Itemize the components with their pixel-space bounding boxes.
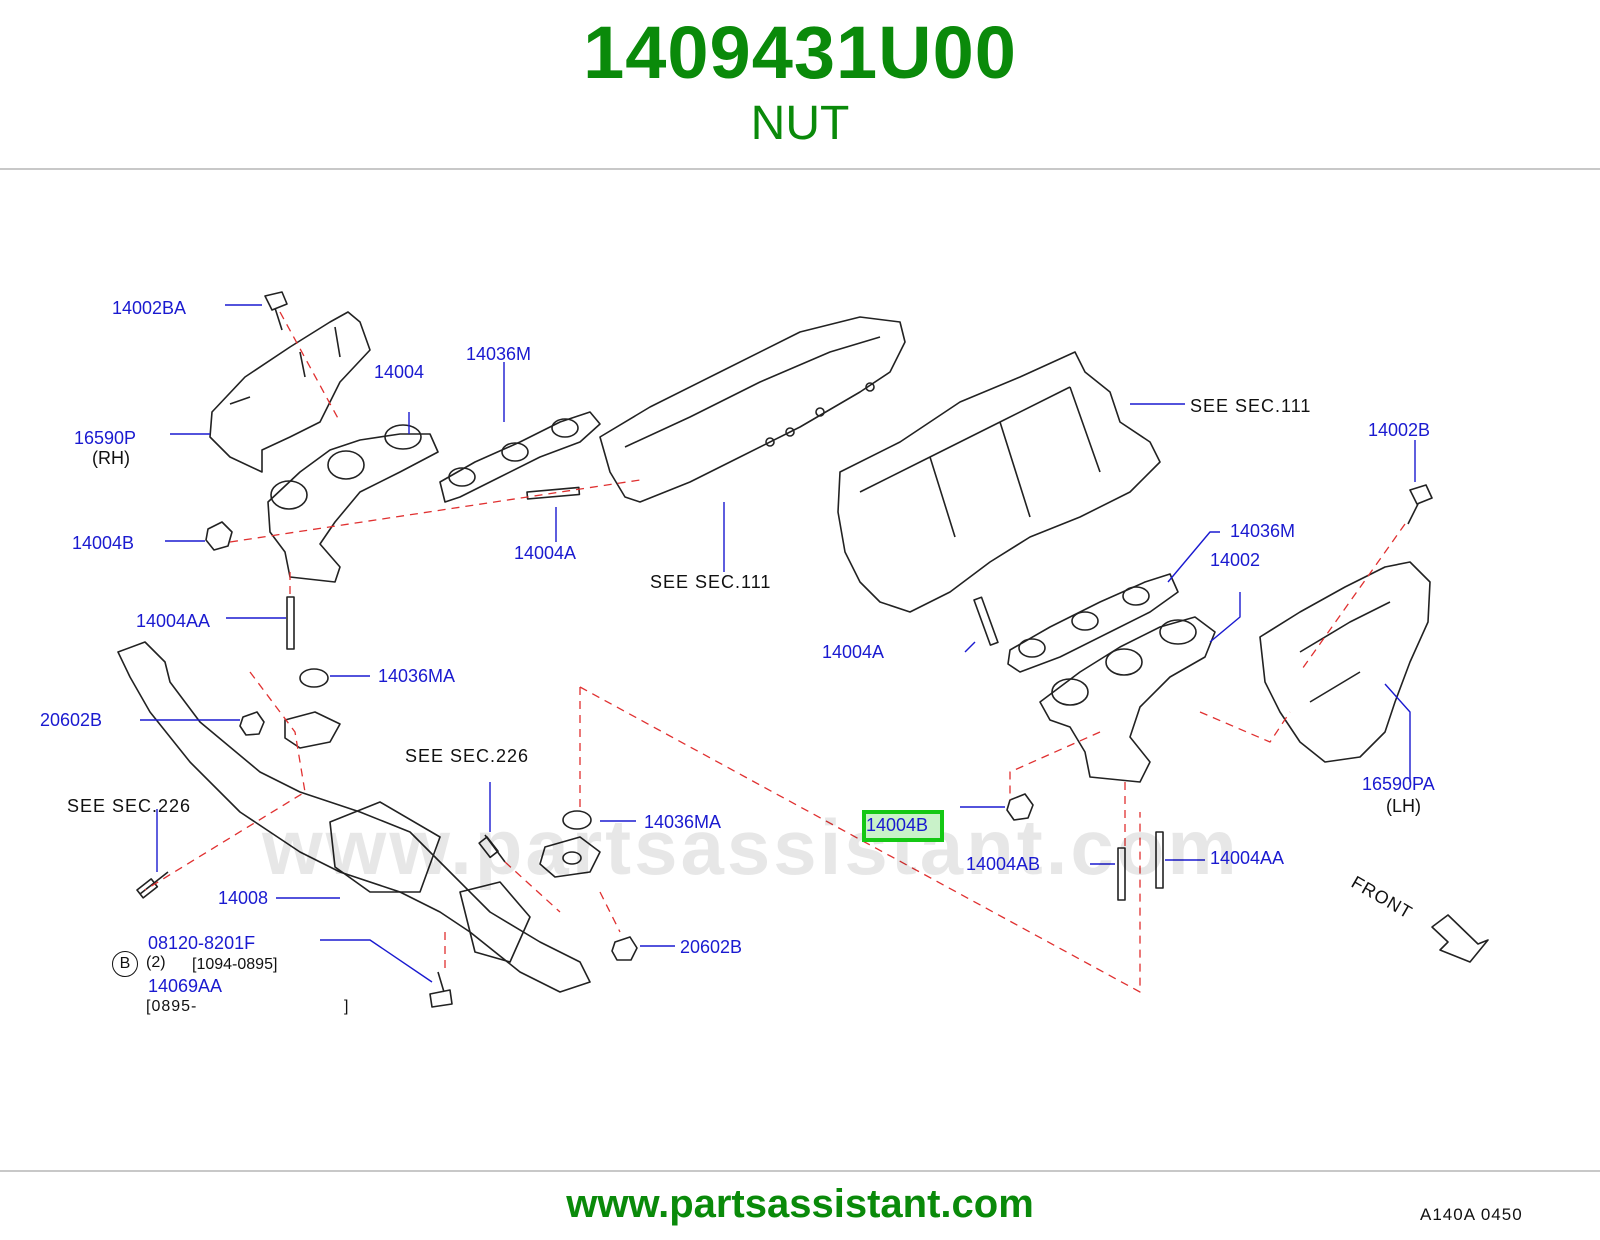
parts-diagram: www.partsassistant.com 14002BA 14004 140…: [0, 172, 1600, 1224]
date-range-2-open: [0895-: [146, 998, 198, 1015]
callout-16590P[interactable]: 16590P: [74, 428, 137, 448]
diagram-code: A140A 0450: [1420, 1205, 1523, 1224]
footer-divider: [0, 1170, 1600, 1172]
quantity-note: (2): [146, 954, 166, 971]
part-name: NUT: [750, 97, 850, 150]
callout-14036MA-upper[interactable]: 14036MA: [378, 666, 456, 686]
page-header: 1409431U00 NUT: [0, 0, 1600, 170]
highlight-box: [862, 810, 944, 842]
callout-14036M-lh[interactable]: 14036M: [1230, 521, 1296, 541]
part-number: 1409431U00: [583, 11, 1017, 94]
cylinder-head-lh: [837, 351, 1161, 613]
cylinder-head-rh: [599, 316, 906, 503]
header-divider: [0, 168, 1600, 170]
exhaust-manifold-lh: [1039, 616, 1216, 783]
lh-note: (LH): [1386, 796, 1421, 816]
callout-14002BA[interactable]: 14002BA: [112, 298, 187, 318]
exhaust-manifold-rh: [267, 433, 439, 583]
callout-14004A-rh[interactable]: 14004A: [514, 543, 577, 563]
callout-14069AA[interactable]: 14069AA: [148, 976, 223, 996]
see-sec226-left: SEE SEC.226: [67, 796, 192, 816]
callout-20602B-left[interactable]: 20602B: [40, 710, 103, 730]
callout-14002B[interactable]: 14002B: [1368, 420, 1431, 440]
callout-14004AB[interactable]: 14004AB: [966, 854, 1041, 874]
rh-note: (RH): [92, 448, 130, 468]
heat-shield-rh: [209, 311, 371, 473]
callout-16590PA[interactable]: 16590PA: [1362, 774, 1435, 794]
callout-14002[interactable]: 14002: [1210, 550, 1261, 570]
exhaust-pipe-front: [117, 641, 591, 993]
gasket-lh: [1007, 573, 1179, 673]
see-sec111-top: SEE SEC.111: [1190, 396, 1312, 416]
date-range-1: [1094-0895]: [192, 956, 278, 973]
date-range-2-close: ]: [344, 998, 350, 1015]
callout-14004A-lh[interactable]: 14004A: [822, 642, 885, 662]
see-sec111-mid: SEE SEC.111: [650, 572, 772, 592]
highlighted-part-label[interactable]: 14004B: [866, 815, 929, 835]
footer-url[interactable]: www.partsassistant.com: [566, 1182, 1034, 1226]
gasket-rh: [439, 411, 601, 503]
b-marker: B: [112, 951, 138, 977]
callout-14004AA-lh[interactable]: 14004AA: [1210, 848, 1285, 868]
callout-14008[interactable]: 14008: [218, 888, 269, 908]
heat-shield-lh: [1259, 561, 1431, 763]
callout-14036MA-lower[interactable]: 14036MA: [644, 812, 722, 832]
callout-14036M-rh[interactable]: 14036M: [466, 344, 532, 364]
callout-20602B-right[interactable]: 20602B: [680, 937, 743, 957]
diagram-drawing: [117, 291, 1489, 1008]
callout-08120-8201F[interactable]: 08120-8201F: [148, 933, 256, 953]
callout-14004B-rh[interactable]: 14004B: [72, 533, 135, 553]
callout-14004[interactable]: 14004: [374, 362, 425, 382]
see-sec226-right: SEE SEC.226: [405, 746, 530, 766]
watermark: www.partsassistant.com: [262, 803, 1240, 891]
callout-14004AA-rh[interactable]: 14004AA: [136, 611, 211, 631]
